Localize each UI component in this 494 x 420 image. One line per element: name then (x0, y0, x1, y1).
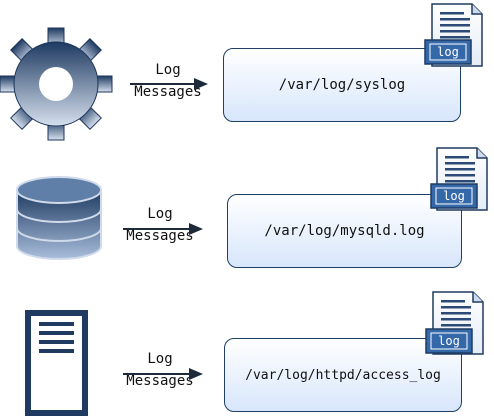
log-badge-label: log (437, 45, 459, 59)
flow-label-line2: Messages (126, 373, 194, 389)
flow-label-line1: Log (155, 62, 181, 78)
flow-label-line1: Log (147, 351, 173, 367)
flow-label-top: Log Messages (126, 59, 210, 103)
log-file-path: /var/log/mysqld.log (264, 223, 425, 239)
flow-label-line2: Messages (134, 84, 202, 100)
log-file-path: /var/log/syslog (278, 77, 406, 93)
flow-label-line2: Messages (126, 228, 194, 244)
log-badge-label: log (443, 189, 465, 203)
log-file-box: /var/log/httpd/access_log (224, 338, 462, 412)
log-file-path: /var/log/httpd/access_log (245, 367, 441, 383)
log-file-box: /var/log/syslog (223, 48, 461, 122)
flow-label-line1: Log (147, 206, 173, 222)
flow-label-bottom: Log Messages (118, 348, 202, 392)
flow-label-middle: Log Messages (118, 203, 202, 247)
log-badge-label: log (438, 334, 460, 348)
log-file-box: /var/log/mysqld.log (227, 194, 462, 268)
